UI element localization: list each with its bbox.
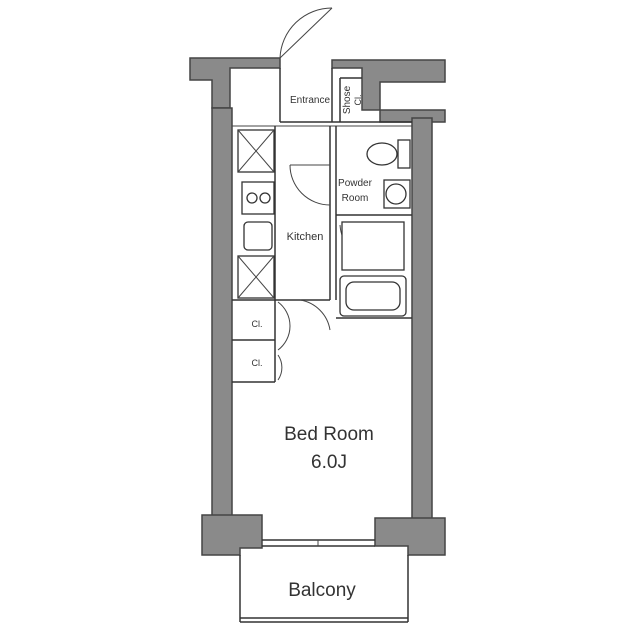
powder-room-label-line2: Room (342, 193, 369, 204)
room-labels: Entrance Shose Cl. Powder Room Kitchen C… (252, 85, 374, 601)
entrance-label: Entrance (290, 95, 330, 106)
shoes-closet-label-line2: Cl. (353, 95, 363, 106)
interior-walls (232, 68, 412, 383)
shoes-closet-label: Shose Cl. (342, 85, 363, 114)
powder-room-label-line1: Powder (338, 178, 373, 189)
closet-label-2: Cl. (252, 358, 263, 368)
bedroom-size-label: 6.0J (311, 452, 347, 473)
balcony-structure (239, 539, 409, 623)
shoes-closet-label-line1: Shose (342, 85, 353, 114)
closet-label-1: Cl. (252, 319, 263, 329)
kitchen-label: Kitchen (287, 231, 324, 243)
exterior-walls (189, 57, 446, 556)
bathroom-fixtures (339, 139, 411, 317)
bedroom-label: Bed Room (284, 424, 374, 445)
balcony-label: Balcony (288, 580, 356, 601)
kitchen-fixtures (237, 129, 275, 299)
